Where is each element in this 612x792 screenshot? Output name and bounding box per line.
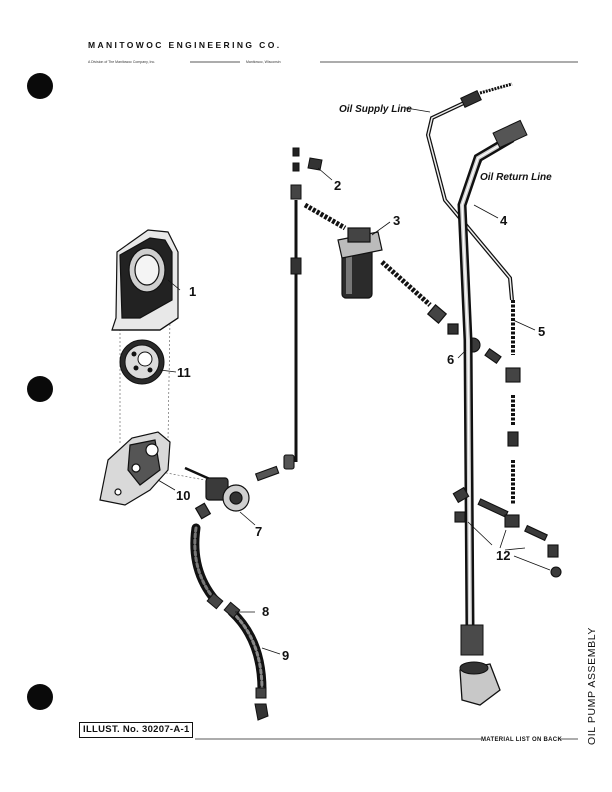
binder-hole-bottom bbox=[27, 684, 53, 710]
hose-fittings bbox=[206, 592, 269, 721]
vertical-oil-tube bbox=[290, 147, 323, 462]
callout-5: 5 bbox=[538, 324, 545, 339]
callout-11: 11 bbox=[177, 365, 191, 380]
callout-12: 12 bbox=[496, 548, 510, 563]
callout-2: 2 bbox=[334, 178, 341, 193]
part-12-fittings bbox=[452, 486, 562, 578]
oil-supply-line-label: Oil Supply Line bbox=[339, 104, 412, 115]
callout-4: 4 bbox=[500, 213, 508, 228]
material-list-note: MATERIAL LIST ON BACK bbox=[481, 737, 563, 743]
part-8-9-hoses bbox=[190, 523, 267, 695]
oil-pump-assembly-title: OIL PUMP ASSEMBLY bbox=[586, 627, 598, 745]
binder-hole-middle bbox=[27, 376, 53, 402]
callout-9: 9 bbox=[282, 648, 289, 663]
location-line: Manitowoc, Wisconsin bbox=[246, 60, 281, 64]
oil-return-line-label: Oil Return Line bbox=[480, 172, 552, 183]
oil-supply-line-tube bbox=[425, 82, 514, 301]
part-3-oil-filter bbox=[303, 202, 459, 335]
leader-lines bbox=[157, 107, 551, 655]
callout-10: 10 bbox=[176, 488, 190, 503]
part-11-gear bbox=[119, 339, 165, 385]
part-10-bracket bbox=[99, 431, 171, 506]
illustration-number: ILLUST. No. 30207-A-1 bbox=[79, 722, 193, 738]
callout-3: 3 bbox=[393, 213, 400, 228]
company-name: MANITOWOC ENGINEERING CO. bbox=[88, 40, 282, 50]
part-7-oil-pump bbox=[184, 466, 250, 520]
callout-7: 7 bbox=[255, 524, 262, 539]
callout-8: 8 bbox=[262, 604, 269, 619]
pump-outlet-fittings bbox=[254, 454, 295, 482]
part-1-gear-cover bbox=[111, 229, 179, 331]
part-5-fitting-column bbox=[505, 300, 521, 505]
callout-6: 6 bbox=[447, 352, 454, 367]
binder-hole-top bbox=[27, 73, 53, 99]
callout-1: 1 bbox=[189, 284, 196, 299]
oil-return-line-tube bbox=[457, 119, 528, 706]
division-line: A Division of The Manitowoc Company, Inc… bbox=[88, 60, 156, 64]
